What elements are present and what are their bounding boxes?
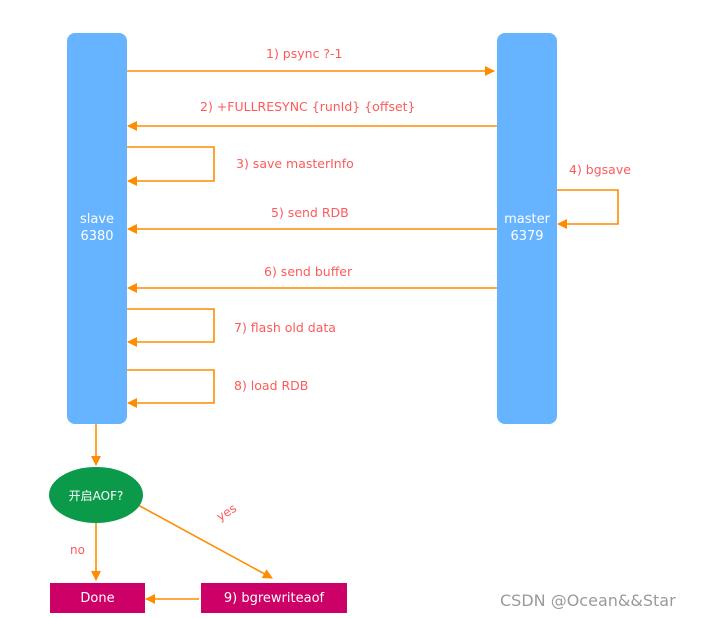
step-3-label: 3) save masterInfo — [236, 156, 354, 171]
done-box: Done — [50, 583, 145, 613]
loop-load-rdb — [127, 369, 215, 408]
step-2-label: 2) +FULLRESYNC {runId} {offset} — [200, 99, 416, 114]
master-node — [497, 33, 557, 424]
step-4-label: 4) bgsave — [569, 162, 631, 177]
arrow-yes — [137, 504, 273, 579]
slave-node — [67, 33, 127, 424]
step-8-label: 8) load RDB — [234, 378, 309, 393]
watermark: CSDN @Ocean&&Star — [500, 591, 676, 610]
loop-bgsave — [557, 189, 619, 229]
step-5-label: 5) send RDB — [271, 205, 349, 220]
aof-decision: 开启AOF? — [49, 467, 143, 523]
branch-no-label: no — [70, 543, 85, 557]
master-label: master 6379 — [504, 212, 550, 244]
loop-save-masterinfo — [127, 146, 215, 186]
step-1-label: 1) psync ?-1 — [266, 46, 343, 61]
step-7-label: 7) flash old data — [234, 320, 336, 335]
bgrewriteaof-box: 9) bgrewriteaof — [201, 583, 347, 613]
slave-label: slave 6380 — [79, 212, 115, 244]
step-6-label: 6) send buffer — [264, 264, 353, 279]
loop-flash-old-data — [127, 308, 215, 347]
